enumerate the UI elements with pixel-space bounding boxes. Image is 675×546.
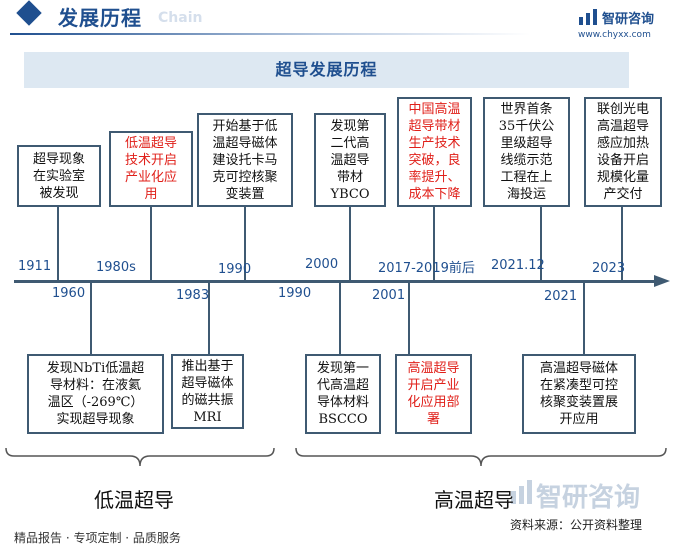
connector-2000	[349, 207, 351, 280]
connector-2017	[433, 207, 435, 280]
event-text-2021: 高温超导磁体 在紧凑型可控 核聚变装置展 开应用	[539, 361, 618, 427]
event-box-1960: 发现NbTi低温超 导材料：在液氦 温区（-269℃） 实现超导现象	[27, 354, 164, 434]
low-temp-brace	[5, 447, 275, 467]
event-text-2021-12: 世界首条 35千伏公 里级超导 线缆示范 工程在上 海投运	[498, 102, 555, 202]
watermark-text: 智研咨询	[536, 483, 641, 513]
event-text-1911: 超导现象 在实验室 被发现	[32, 151, 85, 201]
year-label-2021-12: 2021.12	[491, 258, 545, 273]
connector-1990-bottom	[339, 283, 341, 354]
footer-slogan: 精品报告 · 专项定制 · 品质服务	[14, 531, 181, 545]
event-text-2023: 联创光电 高温超导 感应加热 设备开启 规模化量 产交付	[596, 102, 649, 202]
page-subtitle: Chain	[158, 10, 203, 26]
connector-2001	[408, 283, 410, 354]
year-label-1990-top: 1990	[218, 262, 252, 277]
connector-1983	[208, 283, 210, 354]
event-box-1980s: 低温超导 技术开启 产业化应 用	[109, 131, 193, 207]
year-label-2000: 2000	[305, 257, 339, 272]
event-box-1911: 超导现象 在实验室 被发现	[17, 145, 101, 207]
event-box-2000: 发现第 二代高 温超导 带材 YBCO	[314, 113, 386, 207]
event-box-2021: 高温超导磁体 在紧凑型可控 核聚变装置展 开应用	[522, 354, 636, 434]
connector-2021	[583, 283, 585, 354]
category-high-temp: 高温超导	[434, 488, 514, 512]
timeline-axis	[14, 280, 656, 283]
event-text-2017: 中国高温 超导带材 生产技术 突破，良 率提升、 成本下降	[408, 102, 461, 202]
event-text-2001: 高温超导 开启产业 化应用部 署	[407, 361, 460, 427]
event-text-1990-bottom: 发现第一 代高温超 导体材料 BSCCO	[316, 361, 369, 427]
event-text-2000: 发现第 二代高 温超导 带材 YBCO	[330, 118, 370, 202]
brand-mark-icon	[579, 9, 597, 25]
header-diamond-icon	[16, 0, 42, 26]
source-note: 资料来源：公开资料整理	[510, 518, 643, 532]
event-text-1990-top: 开始基于低 温超导磁体 建设托卡马 克可控核聚 变装置	[212, 118, 278, 202]
year-label-2021: 2021	[544, 289, 578, 304]
page-title: 发展历程	[58, 6, 142, 30]
connector-1990-top	[244, 207, 246, 280]
watermark-mark-icon	[511, 480, 532, 504]
high-temp-brace	[295, 447, 667, 467]
watermark: 智研咨询	[510, 475, 670, 513]
event-text-1983: 推出基于 超导磁体 的磁共振 MRI	[181, 358, 234, 425]
event-box-1990-top: 开始基于低 温超导磁体 建设托卡马 克可控核聚 变装置	[197, 113, 293, 207]
event-box-1990-bottom: 发现第一 代高温超 导体材料 BSCCO	[305, 354, 381, 434]
year-label-2001: 2001	[372, 288, 406, 303]
year-label-1980s: 1980s	[96, 260, 136, 275]
connector-1980s	[150, 207, 152, 280]
year-label-1911: 1911	[18, 259, 52, 274]
diagram-title: 超导发展历程	[24, 52, 629, 88]
header-divider	[10, 33, 530, 35]
connector-2021-12	[540, 207, 542, 280]
year-label-2023: 2023	[592, 261, 626, 276]
event-box-2001: 高温超导 开启产业 化应用部 署	[395, 354, 472, 434]
event-box-2021-12: 世界首条 35千伏公 里级超导 线缆示范 工程在上 海投运	[483, 97, 570, 207]
connector-2023	[621, 207, 623, 280]
event-box-2017: 中国高温 超导带材 生产技术 突破，良 率提升、 成本下降	[397, 97, 472, 207]
event-text-1980s: 低温超导 技术开启 产业化应 用	[124, 136, 177, 202]
brand-name: 智研咨询	[602, 12, 655, 27]
year-label-1990-bottom: 1990	[278, 286, 312, 301]
event-box-2023: 联创光电 高温超导 感应加热 设备开启 规模化量 产交付	[584, 97, 662, 207]
event-text-1960: 发现NbTi低温超 导材料：在液氦 温区（-269℃） 实现超导现象	[46, 361, 145, 427]
year-label-2017: 2017-2019前后	[378, 261, 475, 276]
category-low-temp: 低温超导	[94, 488, 174, 512]
timeline-arrow-icon	[654, 275, 670, 287]
event-box-1983: 推出基于 超导磁体 的磁共振 MRI	[171, 354, 244, 429]
year-label-1983: 1983	[176, 288, 210, 303]
connector-1960	[90, 283, 92, 354]
brand-url: www.chyxx.com	[578, 30, 651, 40]
connector-1911	[57, 207, 59, 280]
year-label-1960: 1960	[52, 286, 86, 301]
brand-logo: 智研咨询 www.chyxx.com	[578, 6, 668, 42]
